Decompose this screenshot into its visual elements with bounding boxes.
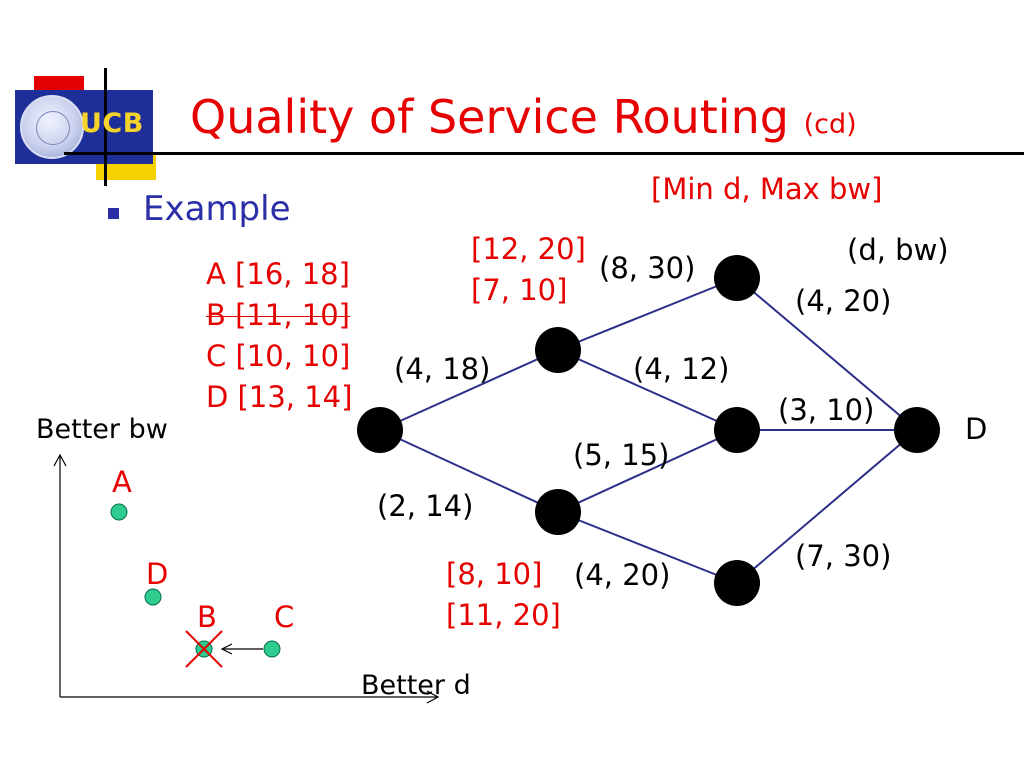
graph-node-n2 bbox=[535, 327, 581, 373]
upper-node-cost-1: [12, 20] bbox=[471, 232, 586, 266]
point-b-cross-icon bbox=[185, 630, 223, 668]
edge-n4-d bbox=[736, 277, 918, 431]
edge-label-n5-d: (3, 10) bbox=[778, 393, 875, 427]
title-rule bbox=[64, 152, 1024, 155]
point-a bbox=[110, 503, 128, 521]
plot-points bbox=[110, 503, 281, 658]
edge-label-n2-n5: (4, 12) bbox=[633, 352, 730, 386]
edge-label-n1-n3: (2, 14) bbox=[377, 489, 474, 523]
path-b-struck: B [11, 10] bbox=[206, 298, 350, 332]
graph-node-n6 bbox=[714, 560, 760, 606]
x-axis-arrow-icon bbox=[426, 690, 440, 704]
title-main: Quality of Service Routing bbox=[190, 90, 789, 144]
graph-node-n5 bbox=[714, 407, 760, 453]
plot-axes bbox=[53, 453, 440, 704]
edge-label-n1-n2: (4, 18) bbox=[394, 352, 491, 386]
point-label-b: B bbox=[197, 600, 217, 634]
point-label-c: C bbox=[274, 600, 295, 634]
path-d: D [13, 14] bbox=[206, 380, 353, 414]
graph-node-destination bbox=[894, 407, 940, 453]
y-axis-label: Better bw bbox=[36, 414, 168, 445]
edge-label-n3-n6: (4, 20) bbox=[574, 558, 671, 592]
graph-node-n3 bbox=[535, 489, 581, 535]
edge-n1-n3 bbox=[379, 429, 559, 513]
d-bw-caption: (d, bw) bbox=[847, 233, 949, 267]
graph-node-source bbox=[357, 407, 403, 453]
destination-label: D bbox=[965, 412, 988, 446]
university-seal-icon bbox=[20, 95, 84, 159]
edge-n1-n2 bbox=[379, 349, 559, 431]
graph-node-n4 bbox=[714, 255, 760, 301]
edge-n3-n6 bbox=[557, 511, 738, 584]
point-d bbox=[144, 588, 162, 606]
slide-title: Quality of Service Routing (cd) bbox=[190, 94, 857, 140]
edge-label-n6-d: (7, 30) bbox=[795, 539, 892, 573]
logo-divider bbox=[104, 68, 107, 186]
edge-label-n4-d: (4, 20) bbox=[795, 284, 892, 318]
edge-n6-d bbox=[736, 429, 918, 584]
edge-n2-n5 bbox=[557, 349, 738, 431]
lower-node-cost-2: [11, 20] bbox=[446, 598, 561, 632]
edge-n3-n5 bbox=[557, 429, 738, 513]
title-suffix: (cd) bbox=[803, 109, 857, 140]
path-a: A [16, 18] bbox=[206, 257, 350, 291]
edge-label-n2-n4: (8, 30) bbox=[599, 251, 696, 285]
point-label-d: D bbox=[146, 557, 169, 591]
logo-text: UCB bbox=[80, 108, 144, 139]
bullet-square-icon bbox=[108, 208, 119, 219]
min-max-caption: [Min d, Max bw] bbox=[651, 172, 883, 206]
path-c: C [10, 10] bbox=[206, 339, 351, 373]
bullet-example: Example bbox=[143, 189, 291, 229]
lower-node-cost-1: [8, 10] bbox=[446, 557, 543, 591]
y-axis-arrow-icon bbox=[53, 453, 67, 467]
x-axis-label: Better d bbox=[361, 670, 471, 701]
dominance-arrow-icon bbox=[220, 643, 263, 655]
upper-node-cost-2: [7, 10] bbox=[471, 273, 568, 307]
point-c bbox=[263, 640, 281, 658]
edge-n2-n4 bbox=[557, 277, 738, 351]
edge-label-n3-n5: (5, 15) bbox=[573, 438, 670, 472]
point-label-a: A bbox=[112, 465, 132, 499]
graph-edges bbox=[379, 277, 918, 584]
